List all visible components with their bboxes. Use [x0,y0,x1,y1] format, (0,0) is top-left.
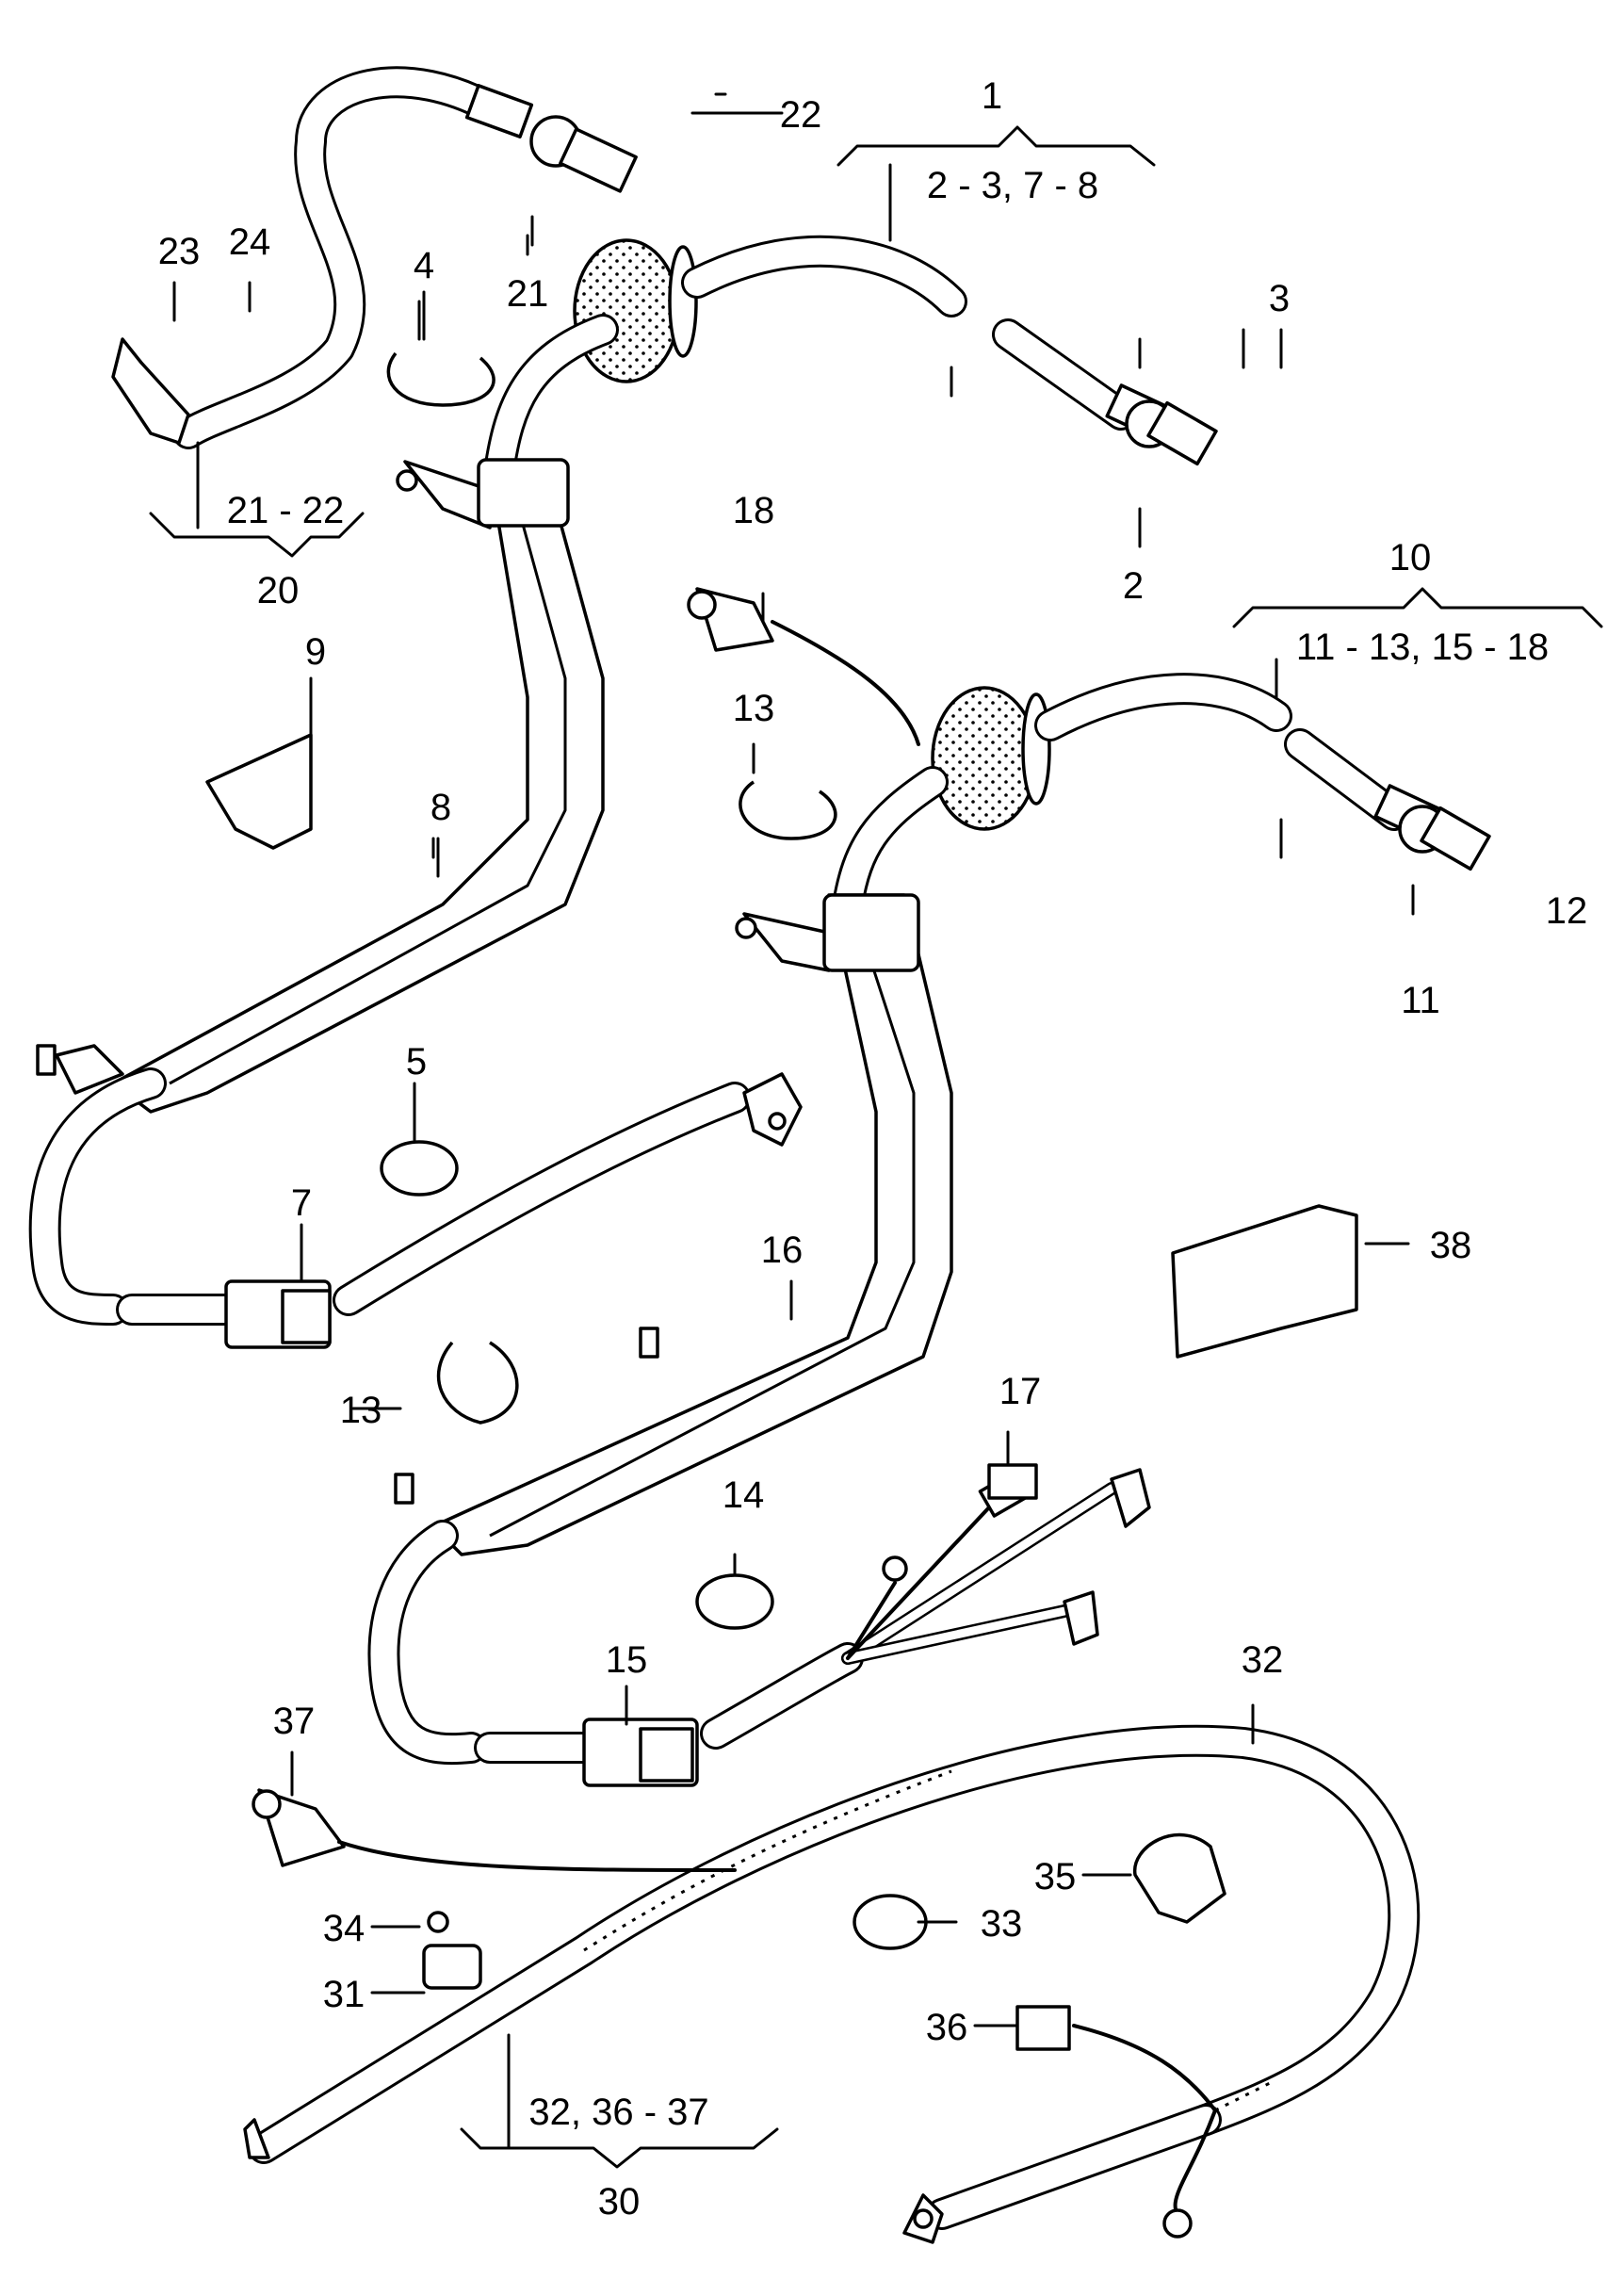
callout-13-upper: 13 [733,688,775,729]
callout-20: 20 [257,570,300,611]
callout-4: 4 [414,245,434,286]
callout-16: 16 [761,1229,804,1271]
group-1-range: 2 - 3, 7 - 8 [927,165,1098,206]
callout-11: 11 [1401,980,1440,1021]
callout-8: 8 [430,787,451,828]
callout-labels: 1 2 - 3, 7 - 8 22 23 24 4 21 3 21 - 22 2… [158,75,1588,2223]
callout-1: 1 [982,75,1002,117]
callout-18: 18 [733,490,775,531]
callout-22: 22 [780,94,822,136]
callout-3: 3 [1269,278,1290,319]
callout-7: 7 [291,1182,312,1224]
callout-32: 32 [1242,1639,1284,1681]
battery-cable-upper [28,66,1218,1349]
callout-30: 30 [598,2181,641,2223]
battery-cable-lower [367,587,1491,1787]
callout-33: 33 [981,1903,1023,1945]
callout-31: 31 [323,1974,365,2015]
callout-15: 15 [606,1639,648,1681]
callout-5: 5 [406,1041,427,1083]
callout-36: 36 [926,2007,968,2048]
group-20-range: 21 - 22 [227,490,345,531]
callout-21: 21 [507,273,549,315]
callout-23: 23 [158,231,201,272]
callout-9: 9 [305,631,326,673]
callout-12: 12 [1546,890,1588,932]
callout-34: 34 [323,1908,365,1949]
group-10-range: 11 - 13, 15 - 18 [1296,627,1549,668]
group-30-range: 32, 36 - 37 [528,2092,708,2133]
loose-parts [205,351,1358,2051]
callout-37: 37 [273,1701,316,1742]
leader-lines [149,92,1603,2169]
callout-10: 10 [1389,537,1432,578]
callout-14: 14 [723,1474,765,1516]
callout-13-lower: 13 [340,1390,382,1431]
callout-24: 24 [229,221,271,263]
callout-38: 38 [1430,1225,1472,1266]
cable-assembly-30 [243,1724,1421,2244]
callout-17: 17 [999,1371,1042,1412]
callout-2: 2 [1123,565,1144,607]
callout-35: 35 [1034,1856,1077,1897]
